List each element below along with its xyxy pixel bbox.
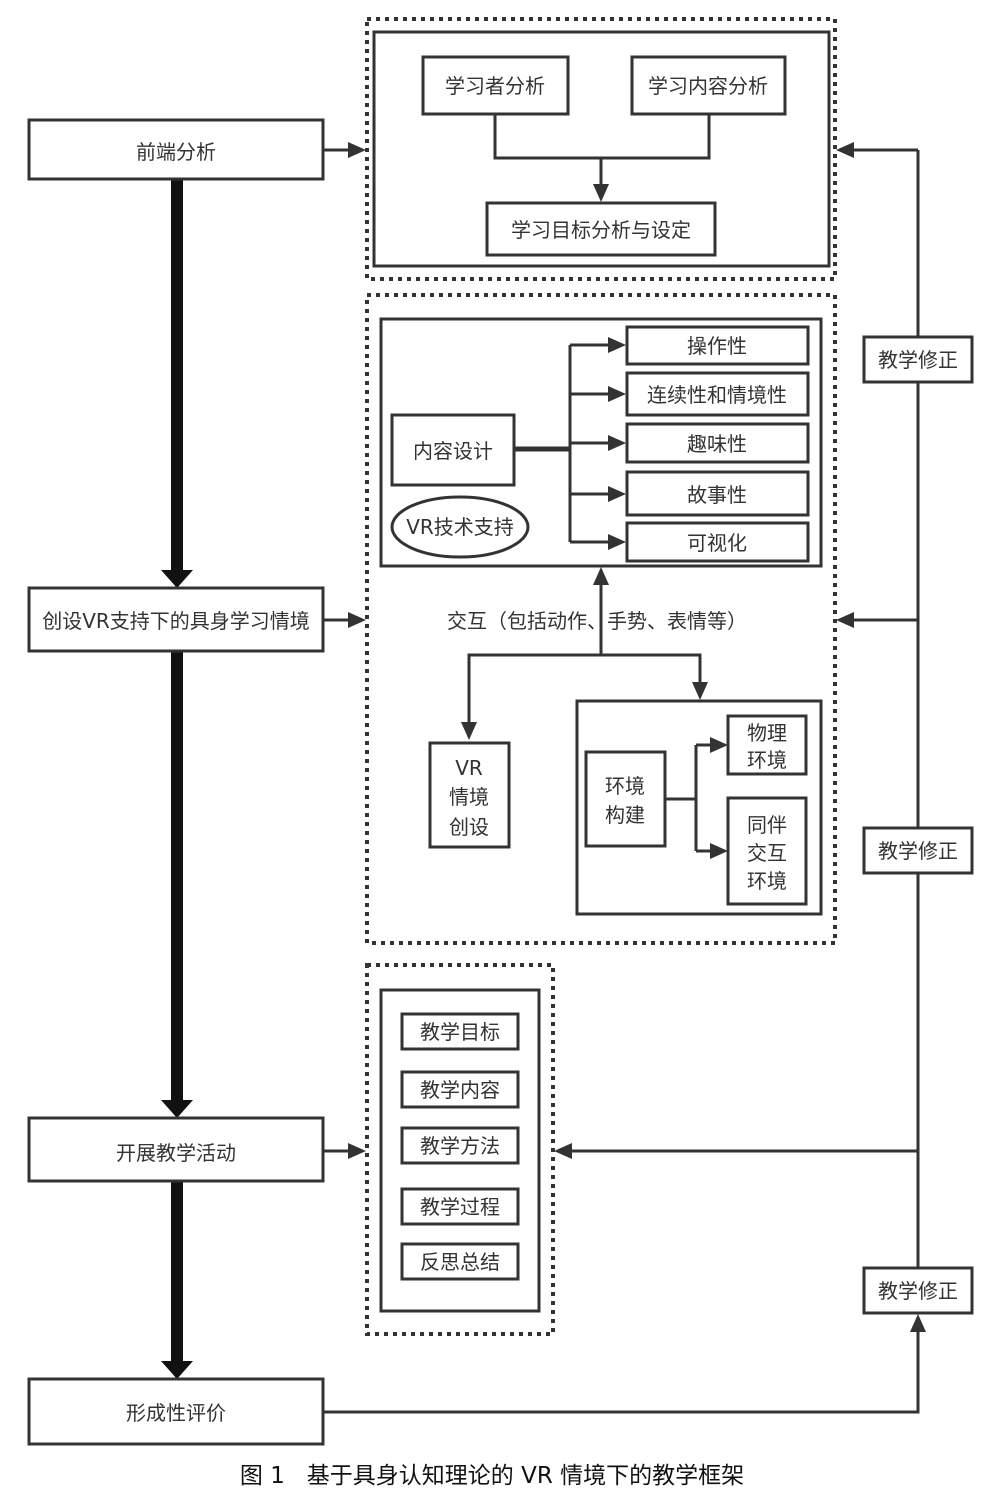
correction-label-middle: 教学修正	[878, 839, 958, 863]
vr-support-label: VR技术支持	[406, 515, 514, 539]
main-step-front-end-analysis: 前端分析	[27, 118, 325, 181]
vr-creation-line-1: VR	[455, 756, 483, 780]
property-visualization: 可视化	[687, 531, 747, 555]
arrow-down-icon	[461, 722, 477, 740]
objective-setting-box	[485, 201, 717, 257]
vr-creation-line-3: 创设	[449, 815, 489, 839]
interaction-label: 交互（包括动作、手势、表情等）	[447, 609, 747, 633]
arrow-right-icon	[348, 612, 366, 628]
arrow-right-icon	[348, 1143, 366, 1159]
correction-box-bottom	[862, 1266, 974, 1315]
step-label: 形成性评价	[126, 1401, 226, 1425]
content-analysis-label: 学习内容分析	[648, 74, 768, 98]
step-label: 开展教学活动	[116, 1141, 236, 1165]
correction-box-top	[862, 335, 974, 384]
main-step-teaching-activity: 开展教学活动	[27, 1116, 325, 1183]
correction-box-middle	[862, 826, 974, 875]
arrow-left-icon	[836, 142, 854, 158]
vr-creation-line-2: 情境	[449, 785, 489, 809]
property-interest: 趣味性	[687, 432, 747, 456]
main-flow-arrow-1	[161, 570, 193, 588]
property-arrows	[570, 337, 626, 550]
physical-env-line-1: 物理	[747, 721, 787, 745]
panel-front-end-analysis: 学习者分析 学习内容分析 学习目标分析与设定	[365, 17, 837, 281]
content-design-label: 内容设计	[413, 439, 493, 463]
learner-analysis-label: 学习者分析	[445, 74, 545, 98]
property-continuity: 连续性和情境性	[647, 383, 787, 407]
activity-item-content: 教学内容	[420, 1078, 500, 1102]
content-design-box	[390, 413, 516, 487]
physical-env-box	[726, 714, 808, 776]
property-boxes: 操作性 连续性和情境性 趣味性 故事性 可视化	[625, 325, 810, 563]
step-label: 创设VR支持下的具身学习情境	[42, 609, 310, 633]
content-analysis-box	[630, 55, 787, 116]
figure-caption: 图 1 基于具身认知理论的 VR 情境下的教学框架	[240, 1463, 744, 1489]
activity-item-reflection: 反思总结	[420, 1250, 500, 1274]
panel-situation-design: 内容设计 VR技术支持 操作性 连续性和情境性 趣味性 故事性	[365, 293, 837, 945]
main-flow-connectors	[161, 180, 193, 1379]
correction-label-bottom: 教学修正	[878, 1279, 958, 1303]
peer-env-line-3: 环境	[747, 869, 787, 893]
objective-setting-label: 学习目标分析与设定	[511, 218, 691, 242]
arrow-left-icon	[836, 612, 854, 628]
learner-analysis-box	[421, 55, 570, 116]
property-story: 故事性	[687, 483, 747, 507]
correction-label-top: 教学修正	[878, 348, 958, 372]
vr-creation-box	[428, 741, 511, 849]
main-step-create-situation: 创设VR支持下的具身学习情境	[27, 586, 325, 653]
env-build-line-1: 环境	[605, 774, 645, 798]
step-to-panel-arrows	[323, 142, 366, 1159]
main-flow-arrow-3	[161, 1361, 193, 1379]
arrow-up-icon	[593, 567, 609, 585]
env-build-line-2: 构建	[605, 803, 645, 827]
feedback-loop: 教学修正 教学修正 教学修正	[323, 142, 974, 1414]
physical-env-line-2: 环境	[747, 748, 787, 772]
env-build-box	[584, 750, 667, 848]
main-flow-arrow-2	[161, 1100, 193, 1118]
activity-item-objectives: 教学目标	[420, 1020, 500, 1044]
arrow-left-icon	[554, 1143, 572, 1159]
arrow-right-icon	[348, 142, 366, 158]
arrow-down-icon	[692, 682, 708, 700]
panel-teaching-activity: 教学目标 教学内容 教学方法 教学过程 反思总结	[365, 963, 555, 1336]
vr-support-ellipse	[390, 495, 530, 559]
peer-env-box	[726, 796, 808, 906]
arrow-up-icon	[910, 1314, 926, 1332]
arrow-down-icon	[593, 184, 609, 202]
property-operability: 操作性	[687, 334, 747, 358]
step-label: 前端分析	[136, 140, 216, 164]
activity-item-methods: 教学方法	[420, 1134, 500, 1158]
peer-env-line-1: 同伴	[747, 813, 787, 837]
peer-env-line-2: 交互	[747, 841, 787, 865]
activity-item-process: 教学过程	[420, 1195, 500, 1219]
main-step-formative-evaluation: 形成性评价	[27, 1377, 325, 1446]
